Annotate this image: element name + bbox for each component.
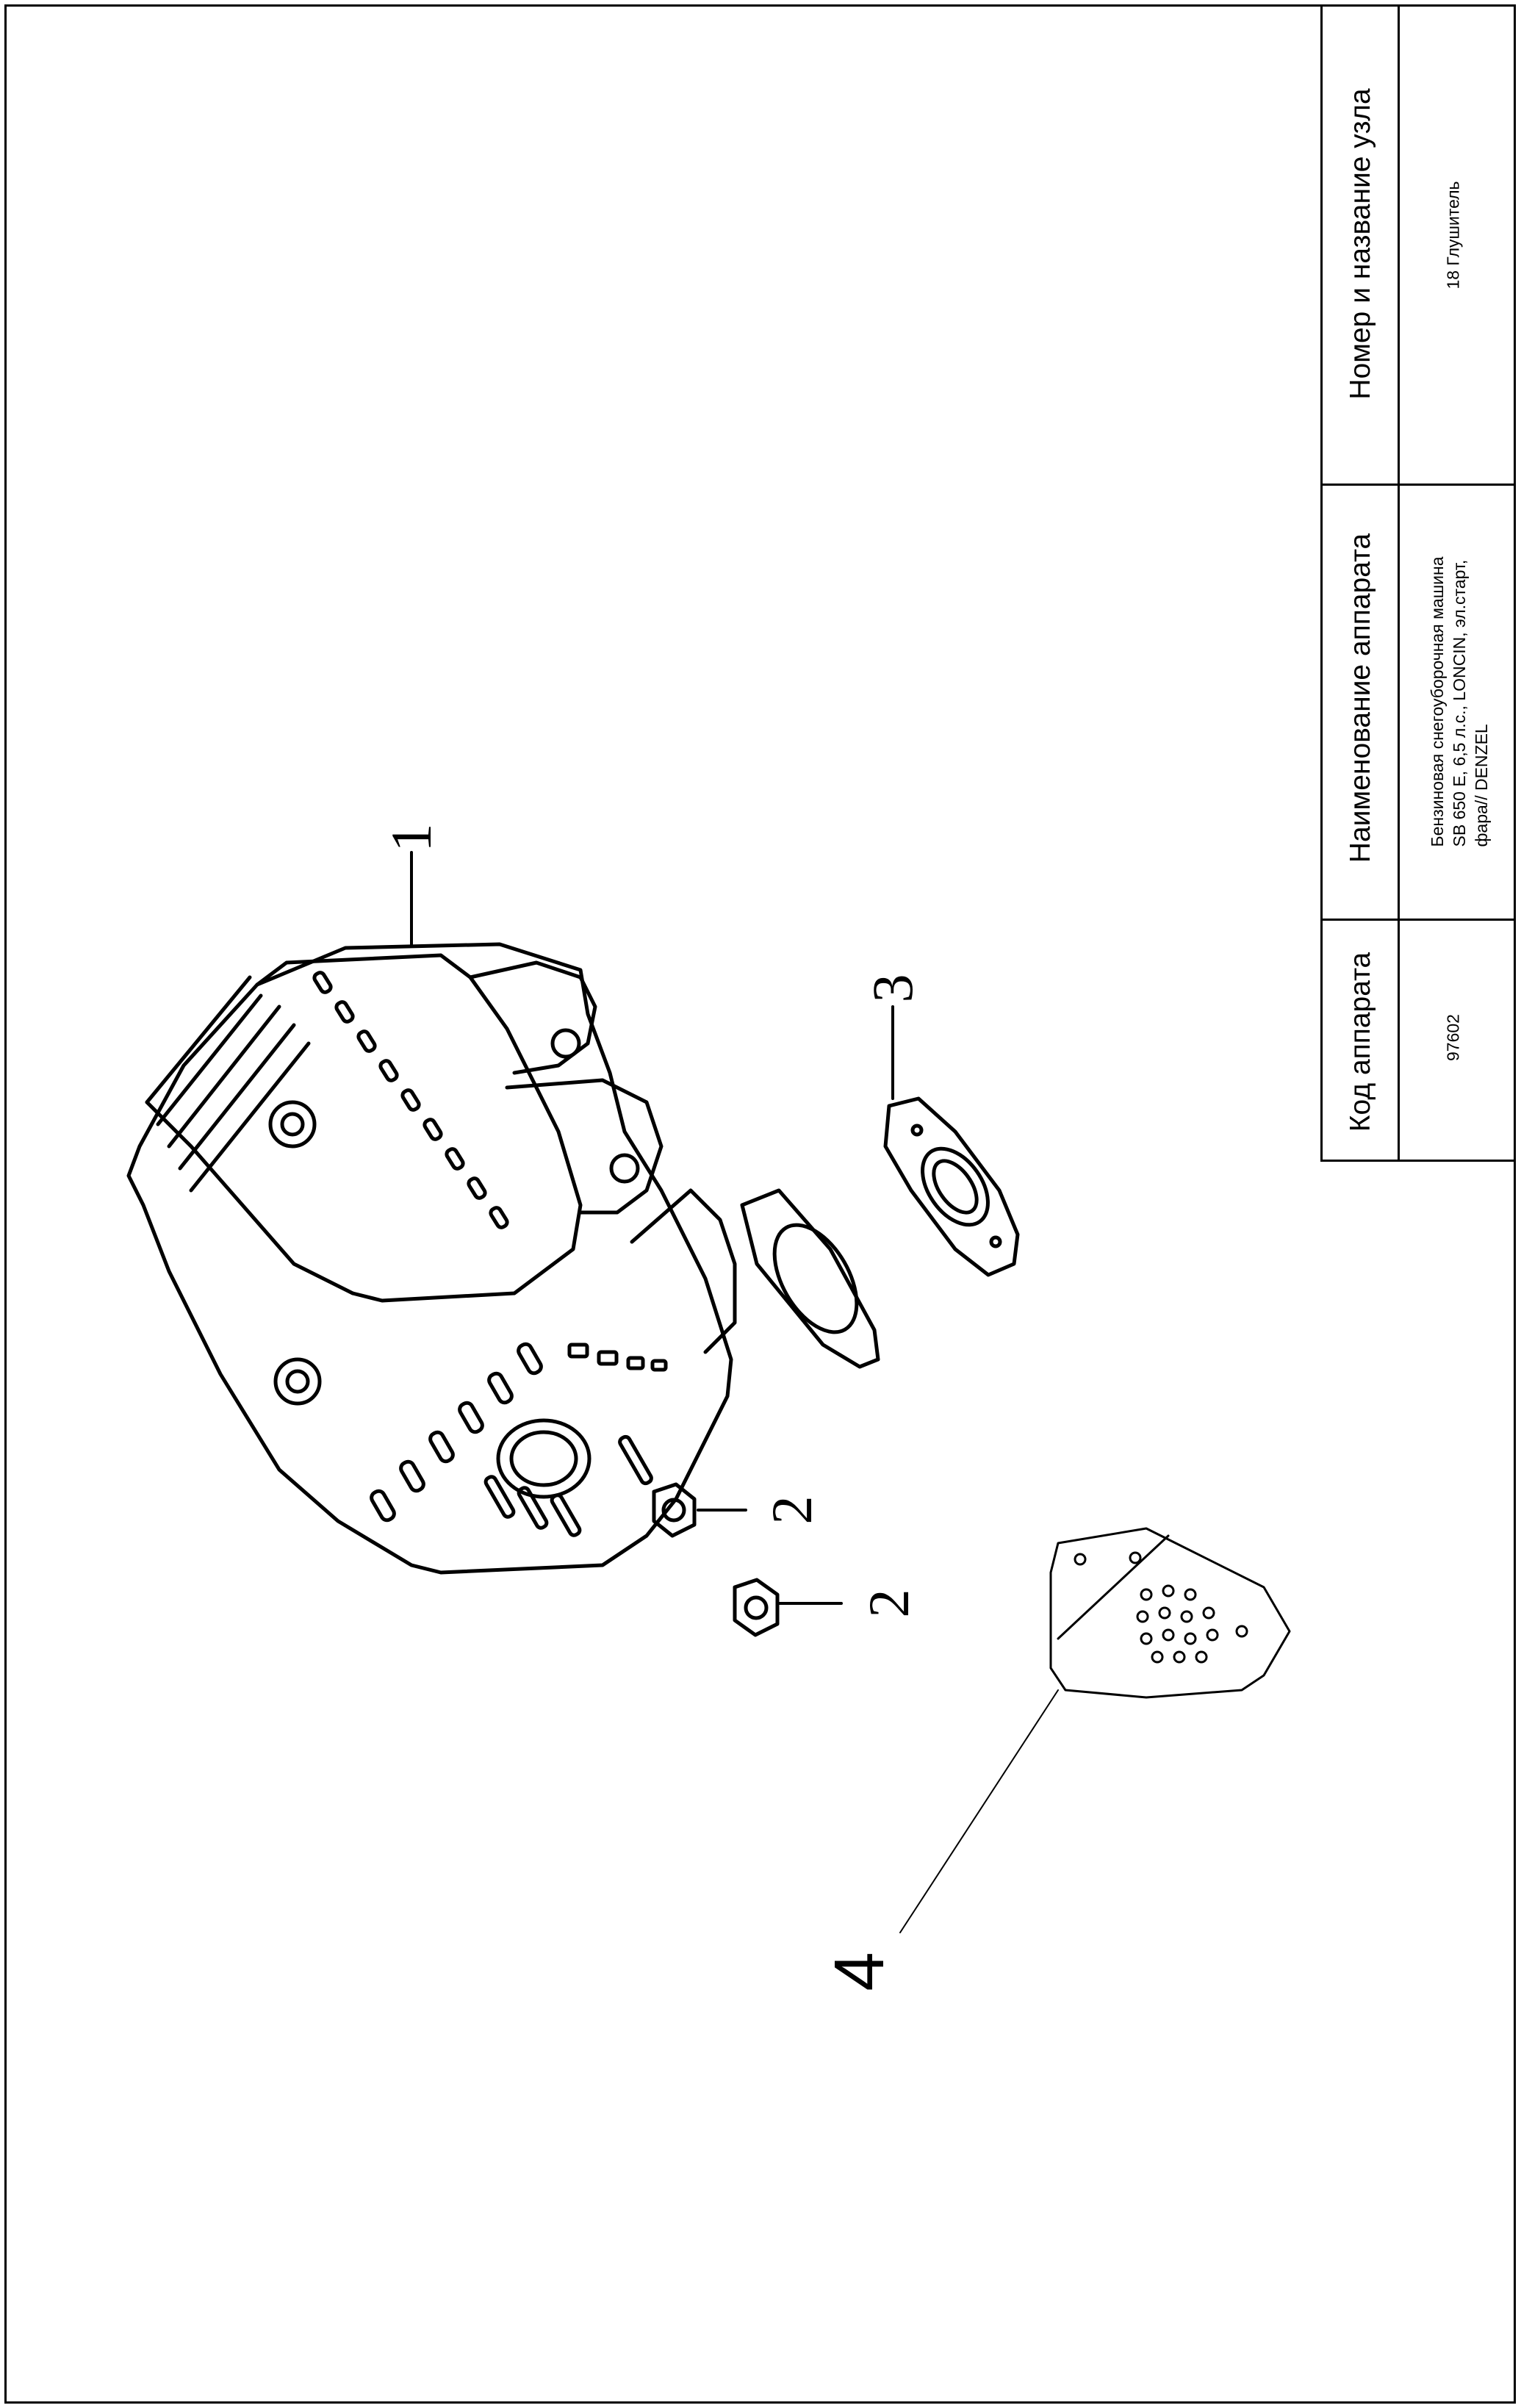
nut-b	[733, 1578, 780, 1637]
title-block-row-divider-1	[1320, 919, 1516, 921]
title-block-header-divider	[1398, 4, 1400, 1162]
leader-lines	[410, 851, 1059, 1933]
gasket	[883, 1096, 1020, 1277]
heat-shield	[1049, 1527, 1291, 1699]
nut-a	[652, 1482, 697, 1538]
drawing-frame	[4, 4, 1516, 2404]
callout-2b: 2	[857, 1589, 921, 1618]
callout-2a: 2	[760, 1495, 824, 1525]
callout-1: 1	[379, 823, 443, 852]
title-block-row-divider-2	[1320, 484, 1516, 486]
callout-4: 4	[820, 1952, 899, 1991]
muffler-body	[126, 942, 880, 1575]
callout-3: 3	[860, 974, 924, 1003]
title-block-left-border	[1320, 4, 1323, 1162]
title-block-bottom-border	[1320, 1160, 1516, 1162]
